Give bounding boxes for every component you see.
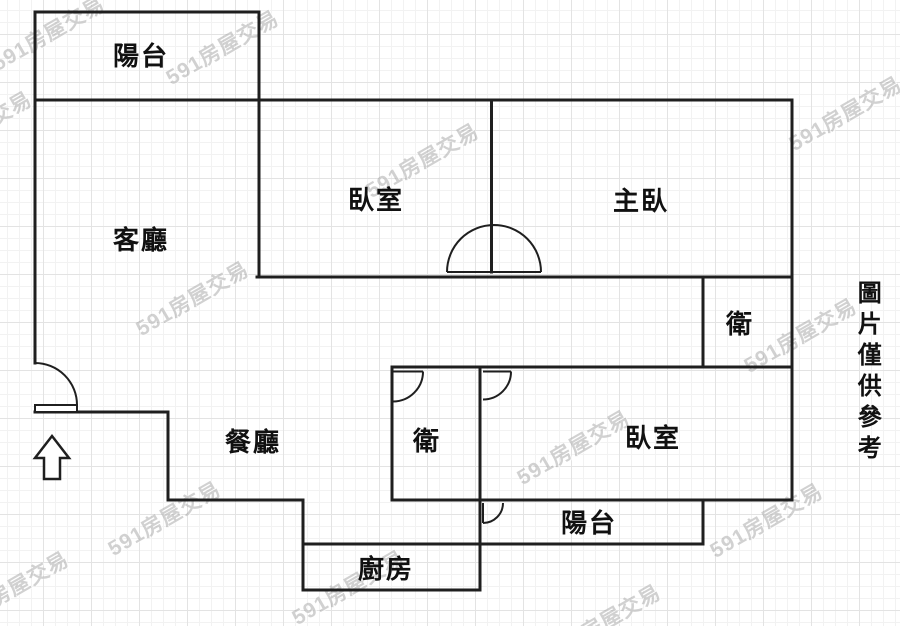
entry-door-leaf <box>34 404 78 413</box>
entrance-arrow-icon <box>32 433 72 481</box>
room-label-living-room: 客廳 <box>112 225 170 255</box>
room-label-bathroom-mid: 衛 <box>412 426 442 456</box>
room-label-kitchen: 廚房 <box>357 554 415 584</box>
disclaimer-text: 圖片僅供參考 <box>853 280 881 466</box>
entry-door-arc <box>34 362 78 406</box>
room-label-balcony-rear: 陽台 <box>560 508 618 538</box>
bathroom-door-arc <box>392 370 424 403</box>
room-label-bathroom-top: 衛 <box>725 309 755 339</box>
room-label-balcony-top: 陽台 <box>112 41 170 71</box>
room-label-dining-room: 餐廳 <box>224 427 282 457</box>
room-label-bedroom: 臥室 <box>347 185 405 215</box>
balcony-door-arc <box>482 502 504 524</box>
double-door-arc <box>446 224 542 273</box>
bedroom-door-arc <box>482 370 512 401</box>
room-label-bedroom-rear: 臥室 <box>624 423 682 453</box>
walls <box>33 10 794 592</box>
room-label-master-bedroom: 主臥 <box>612 186 670 216</box>
